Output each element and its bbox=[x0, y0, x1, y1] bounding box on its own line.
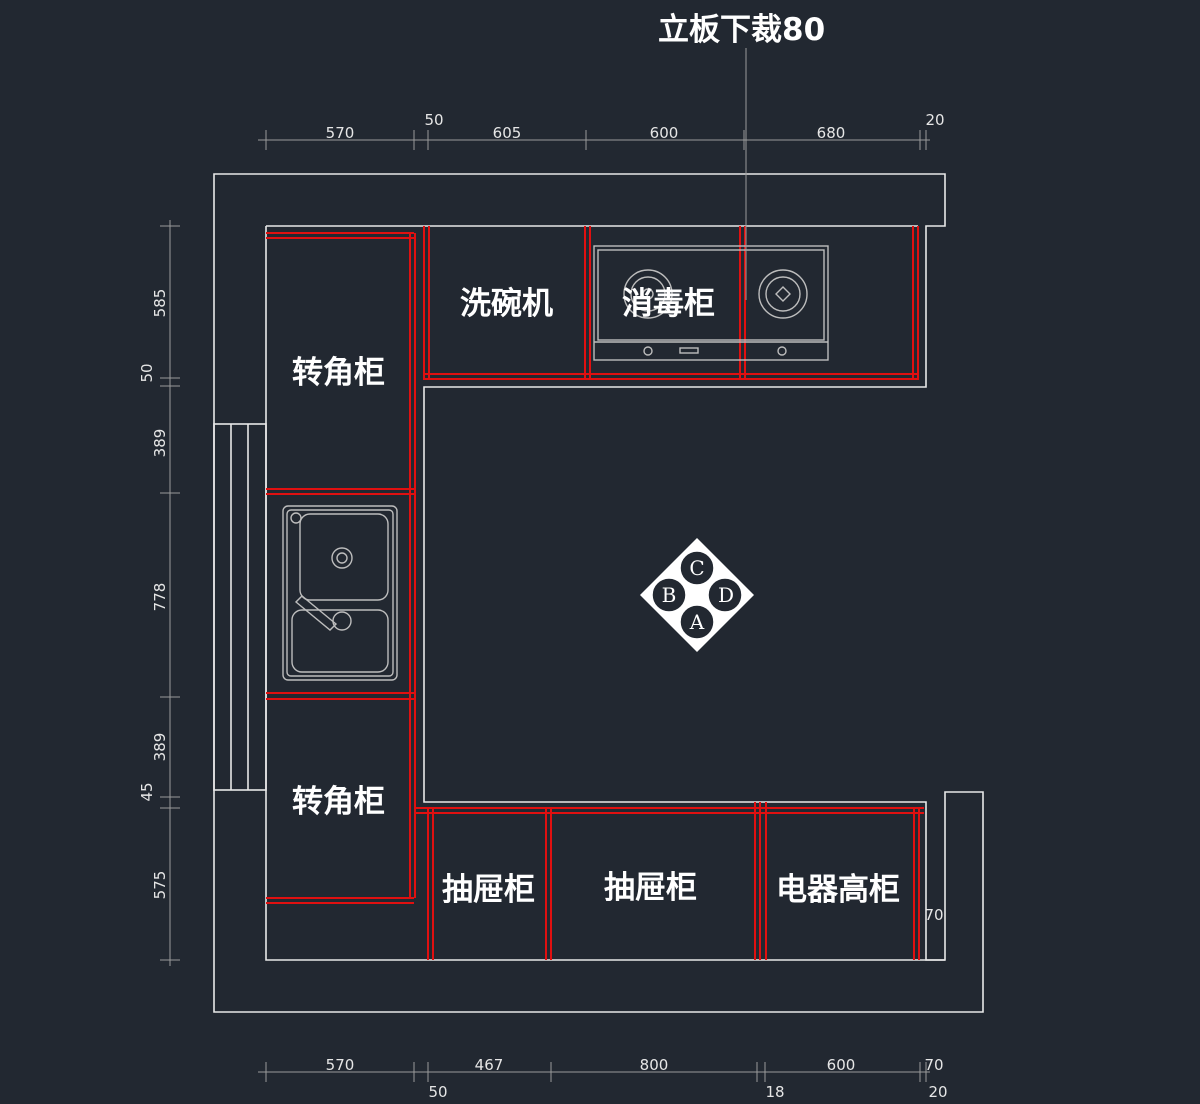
cooktop bbox=[593, 245, 829, 361]
window bbox=[213, 423, 267, 791]
direction-b: B bbox=[662, 583, 677, 607]
dim-label: 20 bbox=[928, 1083, 947, 1101]
dim-label: 575 bbox=[151, 871, 169, 900]
drawer-cabinet-label: 抽屉柜 bbox=[604, 870, 697, 906]
dim-label: 389 bbox=[151, 733, 169, 762]
dim-label: 600 bbox=[650, 124, 679, 142]
dim-label: 50 bbox=[424, 111, 443, 129]
dim-label: 585 bbox=[151, 289, 169, 318]
direction-a: A bbox=[689, 610, 705, 634]
corner-cabinet-bottom-label: 转角柜 bbox=[292, 784, 385, 820]
direction-c: C bbox=[689, 556, 704, 580]
inner-wall bbox=[265, 225, 945, 961]
knob-left-icon bbox=[643, 346, 653, 356]
dim-label: 45 bbox=[138, 782, 156, 801]
burner-right-icon bbox=[758, 269, 808, 319]
dishwasher-label: 洗碗机 bbox=[460, 286, 553, 322]
knob-right-icon bbox=[777, 346, 787, 356]
dim-label: 570 bbox=[326, 1056, 355, 1074]
bottom-dimension: 570 50 467 800 18 600 70 20 bbox=[258, 1056, 948, 1101]
dim-label: 70 bbox=[924, 906, 943, 924]
drain-icon bbox=[332, 611, 352, 631]
dim-label: 20 bbox=[925, 111, 944, 129]
drawer-cabinet-label: 抽屉柜 bbox=[442, 872, 535, 908]
dim-label: 389 bbox=[151, 429, 169, 458]
dim-label: 605 bbox=[493, 124, 522, 142]
corner-cabinet-top-label: 转角柜 bbox=[292, 355, 385, 391]
walls bbox=[213, 173, 984, 1013]
faucet-icon bbox=[294, 595, 338, 631]
direction-symbol: C B D A bbox=[640, 538, 754, 652]
sterilizer-label: 消毒柜 bbox=[622, 286, 715, 322]
dim-label: 50 bbox=[138, 363, 156, 382]
annotation: 立板下裁80 bbox=[658, 12, 825, 300]
left-dimension: 585 50 389 778 389 45 575 bbox=[138, 220, 180, 966]
dim-label: 600 bbox=[827, 1056, 856, 1074]
cabinet-lines bbox=[266, 226, 924, 960]
direction-d: D bbox=[718, 583, 734, 607]
appliance-tall-cabinet-label: 电器高柜 bbox=[776, 872, 900, 908]
sink bbox=[282, 505, 398, 681]
dim-label: 50 bbox=[428, 1083, 447, 1101]
outer-wall bbox=[213, 173, 984, 1013]
dim-label: 570 bbox=[326, 124, 355, 142]
dim-label: 680 bbox=[817, 124, 846, 142]
dim-label: 778 bbox=[151, 583, 169, 612]
dim-label: 18 bbox=[765, 1083, 784, 1101]
dim-label: 467 bbox=[475, 1056, 504, 1074]
drain-icon bbox=[331, 547, 353, 569]
dim-label: 800 bbox=[640, 1056, 669, 1074]
top-dimension: 570 50 605 600 680 20 bbox=[258, 111, 945, 150]
annotation-text: 立板下裁80 bbox=[658, 12, 825, 48]
burner-left-icon bbox=[623, 269, 673, 319]
dim-label: 70 bbox=[924, 1056, 943, 1074]
cabinet-labels: 转角柜 转角柜 洗碗机 消毒柜 抽屉柜 抽屉柜 电器高柜 bbox=[292, 286, 900, 908]
